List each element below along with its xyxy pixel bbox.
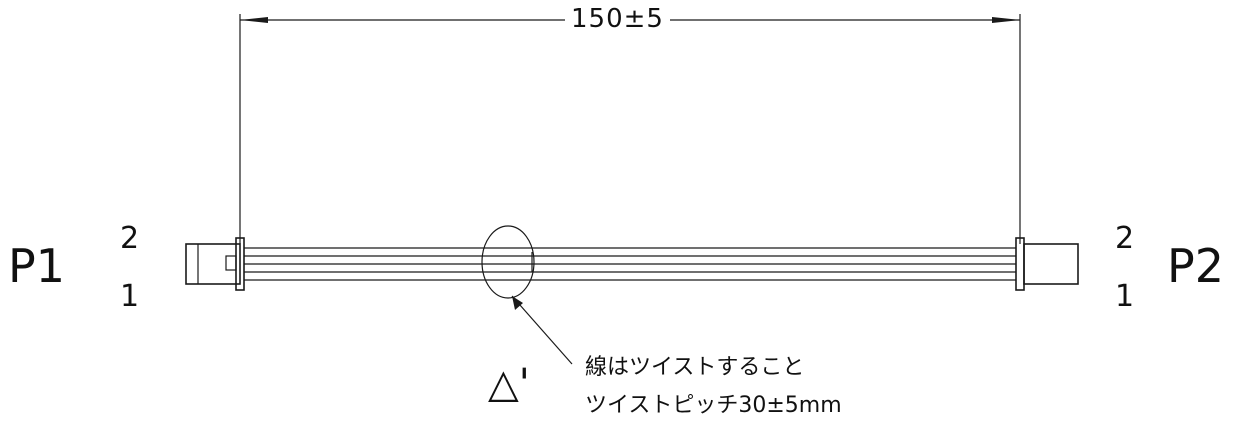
wire-bundle: [244, 247, 1016, 281]
connector-left-name: P1: [8, 239, 66, 293]
note-twist-pitch: ツイストピッチ30±5mm: [585, 393, 842, 418]
note-twist-instruction: 線はツイストすること: [585, 355, 805, 380]
connector-right-name: P2: [1167, 239, 1225, 293]
dimension-arrow-left: [240, 17, 268, 23]
leader-arrow: [512, 296, 523, 310]
connector-right-pin-2: 2: [1115, 221, 1135, 256]
dimension-length-label: 150±5: [565, 6, 670, 32]
dimension-arrow-right: [992, 17, 1020, 23]
connector-p2: [1015, 237, 1079, 291]
twist-callout-circle: [481, 225, 535, 299]
revision-marker: △': [488, 361, 530, 407]
connector-left-pin-2: 2: [120, 221, 140, 256]
leader-line: [511, 295, 573, 365]
connector-p1: [185, 237, 245, 291]
connector-right-pin-1: 1: [1115, 279, 1135, 314]
connector-left-pin-1: 1: [120, 279, 140, 314]
